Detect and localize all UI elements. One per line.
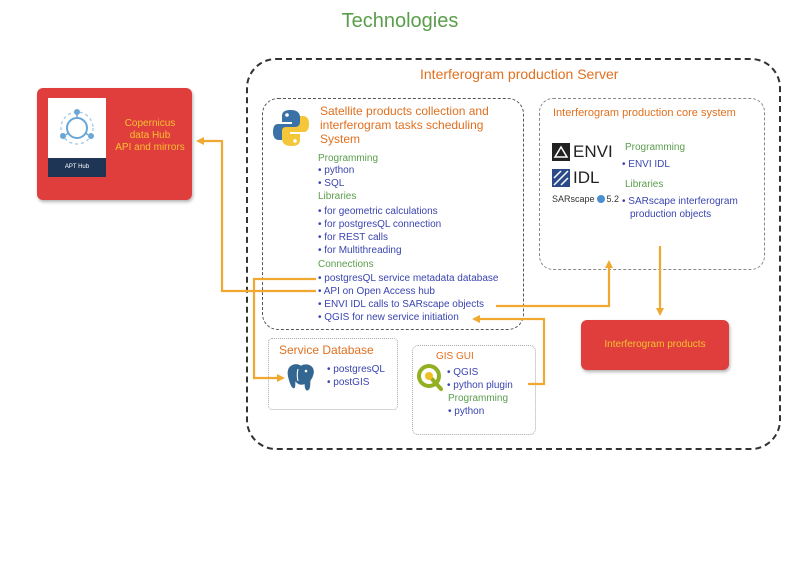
collection-system-title: Satellite products collection and interf… <box>320 104 489 146</box>
list-item: • API on Open Access hub <box>318 286 435 297</box>
server-title: Interferogram production Server <box>420 66 619 82</box>
list-item: • ENVI IDL calls to SARscape objects <box>318 299 484 310</box>
arrow-postgres-to-database <box>252 277 316 382</box>
core-programming-heading: Programming <box>625 142 686 153</box>
list-item: • postgresQL service metadata database <box>318 273 499 284</box>
list-item: • postGIS <box>327 377 370 388</box>
sarscape-icon <box>596 195 605 203</box>
list-item: • postgresQL <box>327 364 385 375</box>
postgresql-elephant-icon <box>286 362 316 392</box>
interferogram-products-box: Interferogram products <box>581 320 729 370</box>
service-database-box <box>268 338 398 410</box>
sarscape-version: 5.2 <box>606 194 620 204</box>
core-libraries-list: • SARscape interferogram production obje… <box>622 195 738 221</box>
envi-icon <box>552 143 570 161</box>
collection-programming-list: • python • SQL <box>318 164 354 190</box>
sarscape-logo: SARscape 5.2 <box>552 194 619 204</box>
list-item: • python <box>318 165 355 176</box>
idl-icon <box>552 169 570 187</box>
list-item: • for geometric calculations <box>318 206 438 217</box>
list-item: • for postgresQL connection <box>318 219 442 230</box>
core-programming-list: • ENVI IDL <box>622 158 670 171</box>
collection-libraries-heading: Libraries <box>318 191 357 202</box>
server-container <box>246 58 781 450</box>
qgis-icon <box>417 364 443 391</box>
gis-list: • QGIS • python plugin <box>447 366 513 392</box>
gis-gui-box <box>412 345 536 435</box>
python-icon <box>273 110 309 146</box>
envi-logo-text: ENVI <box>573 142 613 161</box>
service-database-title: Service Database <box>279 343 374 357</box>
core-system-box <box>539 98 765 270</box>
list-item: • QGIS for new service initiation <box>318 312 459 323</box>
list-item: • SQL <box>318 178 345 189</box>
arrow-envi-to-core <box>496 260 613 308</box>
list-item: • for Multithreading <box>318 245 402 256</box>
sarscape-logo-text: SARscape <box>552 194 595 204</box>
core-libraries-heading: Libraries <box>625 179 664 190</box>
copernicus-hub-label: Copernicus data Hub API and mirrors <box>108 118 192 154</box>
idl-logo-text: IDL <box>573 168 600 187</box>
collection-libraries-list: • for geometric calculations • for postg… <box>318 205 441 257</box>
gis-programming-heading: Programming <box>448 393 509 404</box>
list-item: • for REST calls <box>318 232 388 243</box>
hub-label-line: API and mirrors <box>115 142 185 153</box>
arrow-api-to-hub <box>196 137 316 293</box>
hub-label-line: Copernicus <box>124 118 176 129</box>
database-list: • postgresQL • postGIS <box>327 363 385 389</box>
gis-programming-list: • python <box>448 405 484 418</box>
collection-connections-heading: Connections <box>318 259 374 270</box>
collection-programming-heading: Programming <box>318 153 379 164</box>
hub-label-line: data Hub <box>129 130 171 141</box>
list-item: • python plugin <box>447 380 513 391</box>
collection-connections-list: • postgresQL service metadata database •… <box>318 272 498 324</box>
idl-logo: IDL <box>552 168 599 188</box>
arrow-qgis-plugin-to-collection <box>472 315 546 386</box>
list-item: • python <box>448 406 485 417</box>
hub-network-icon <box>60 109 94 145</box>
collection-system-box <box>262 98 524 330</box>
core-system-title: Interferogram production core system <box>553 107 736 119</box>
list-item: • ENVI IDL <box>622 159 670 170</box>
list-item: • SARscape interferogram <box>622 196 738 207</box>
envi-logo: ENVI <box>552 142 613 162</box>
list-item: production objects <box>630 209 712 220</box>
list-item: • QGIS <box>447 367 479 378</box>
diagram-title: Technologies <box>341 10 459 32</box>
gis-gui-title: GIS GUI <box>436 351 474 362</box>
apt-hub-card-label: APT Hub <box>48 158 106 177</box>
